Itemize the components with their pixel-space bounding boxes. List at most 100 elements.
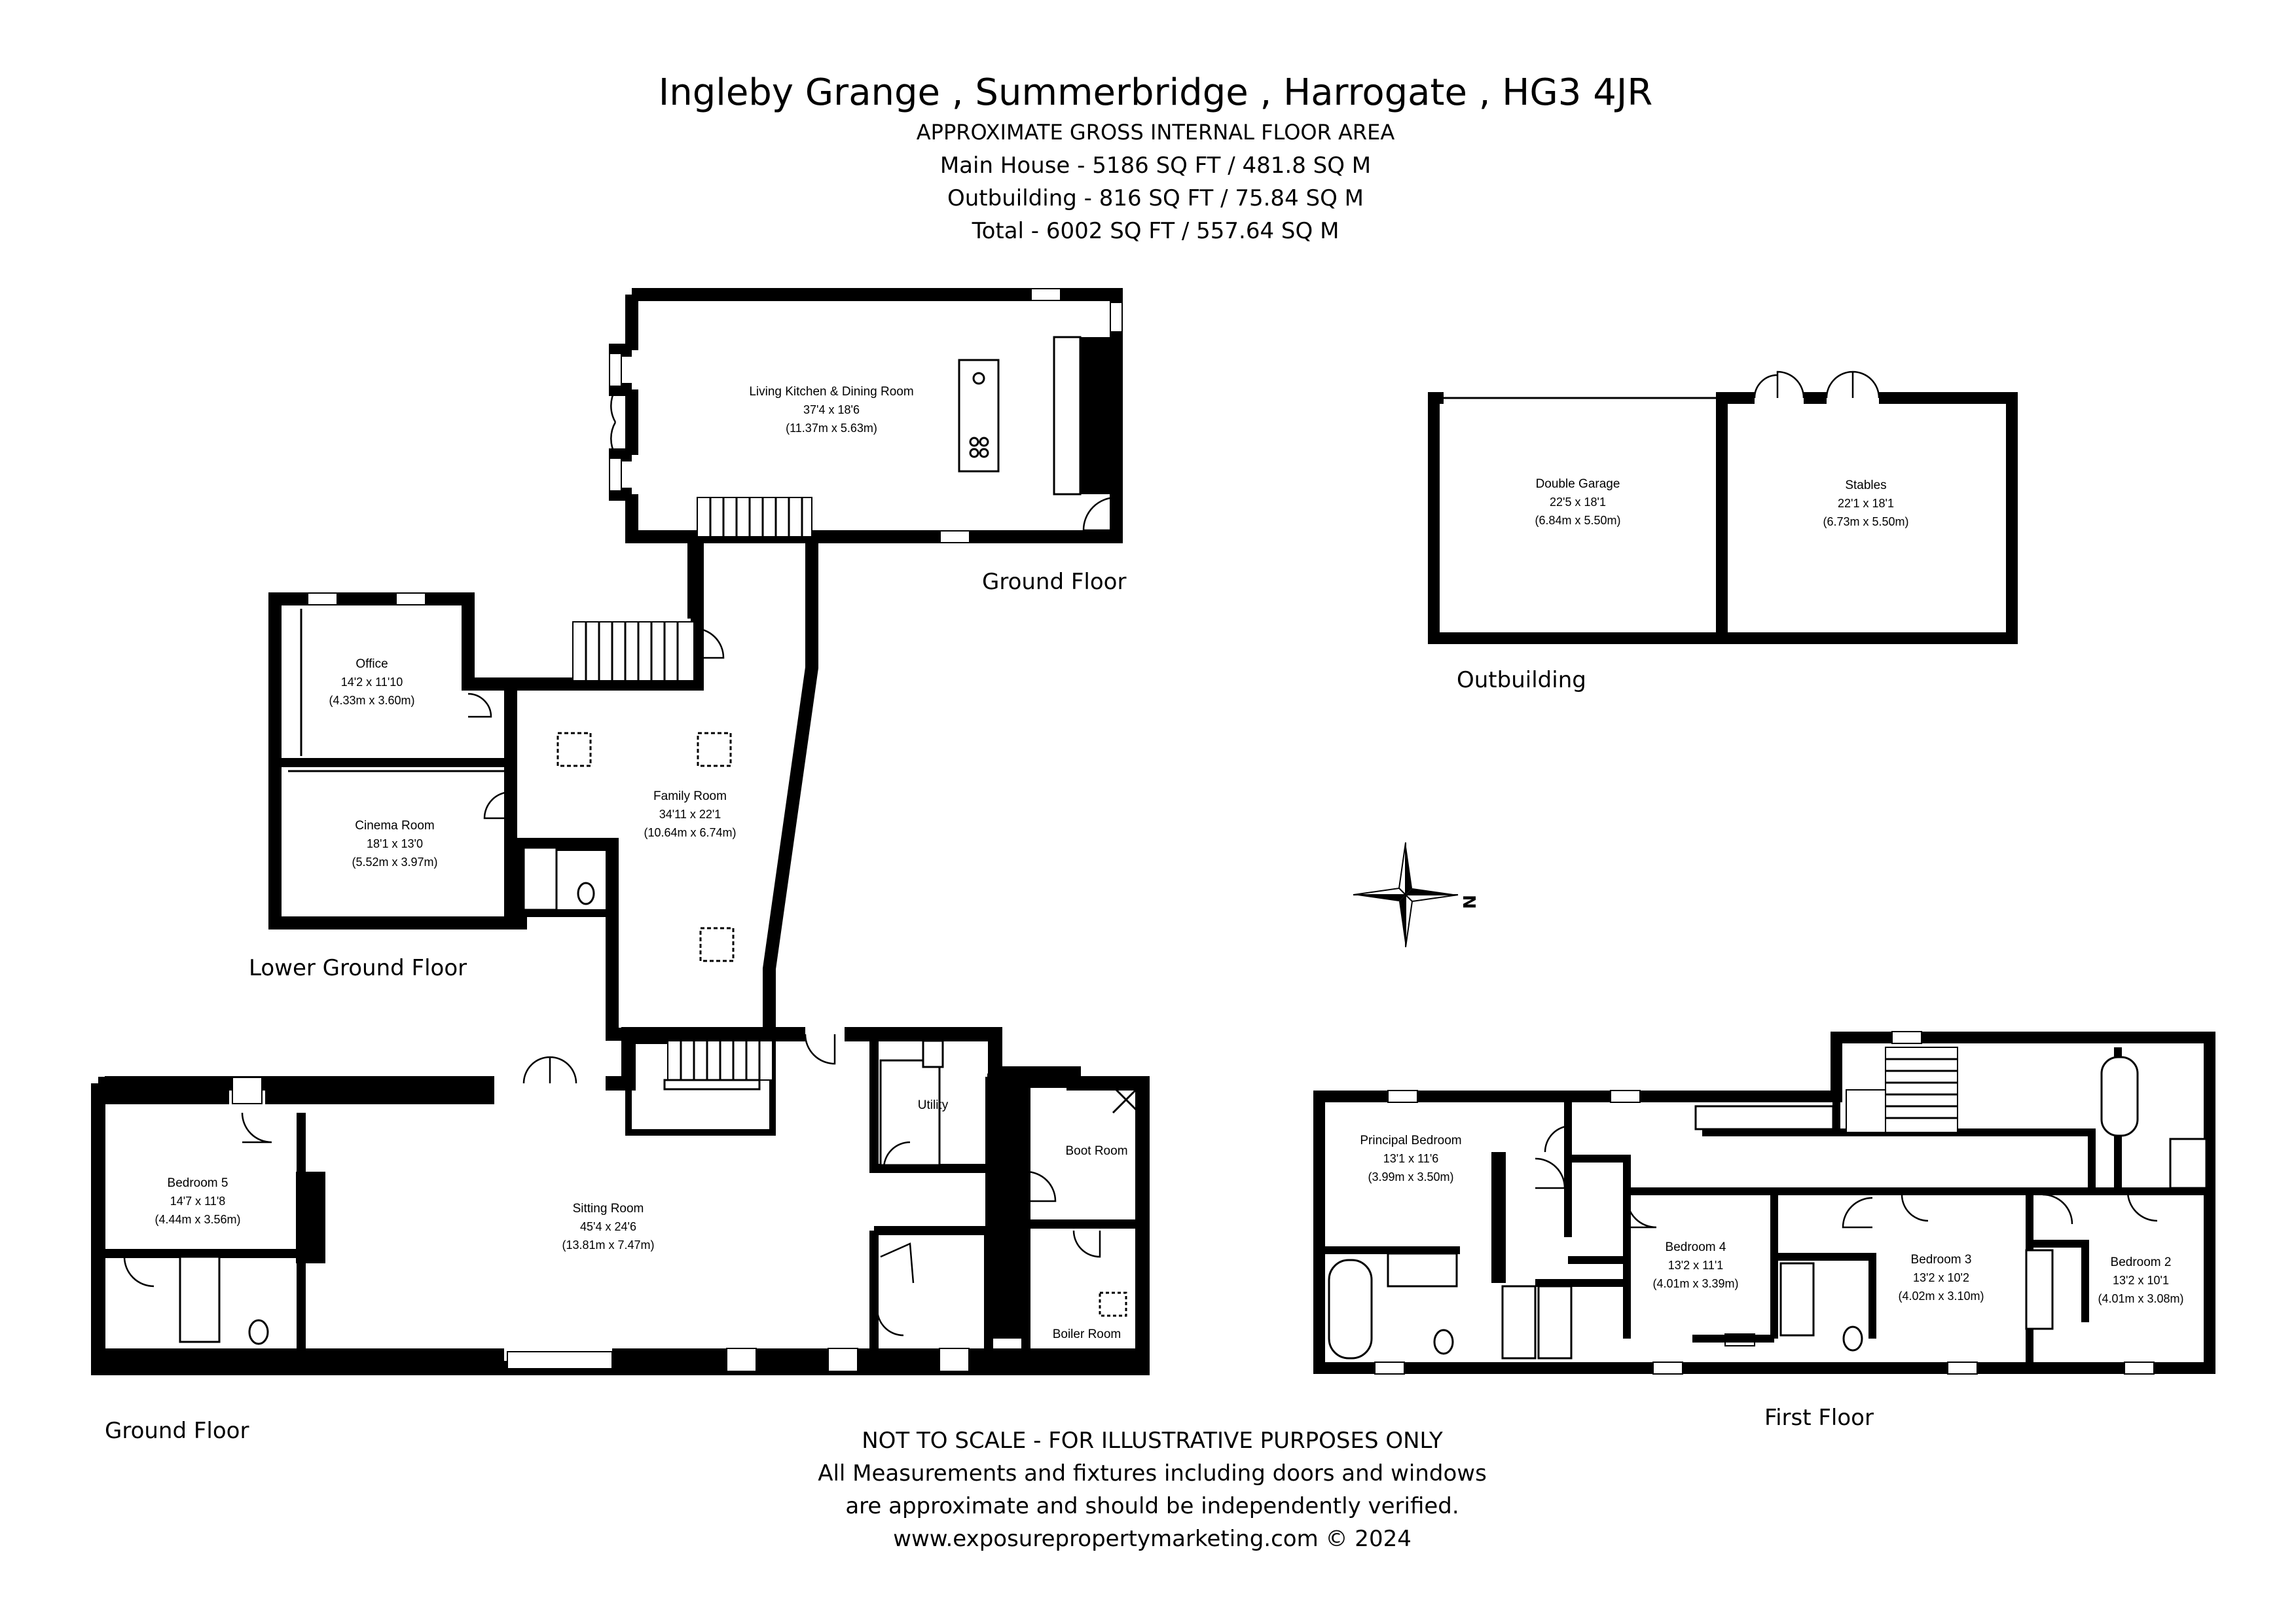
outbuilding-block: Double Garage 22'5 x 18'1 (6.84m x 5.50m… [1428, 370, 2018, 693]
room-name-office: Office [355, 657, 388, 671]
bedroom2-door [2042, 1193, 2073, 1225]
room-name-bedroom4: Bedroom 4 [1666, 1240, 1726, 1254]
boiler-skylight [1099, 1291, 1127, 1317]
room-dims-family: 34'11 x 22'1 [659, 808, 721, 821]
total-area: Total - 6002 SQ FT / 557.64 SQ M [972, 218, 1339, 244]
principal-wardrobe [1491, 1152, 1506, 1283]
room-metric-cinema: (5.52m x 3.97m) [352, 856, 437, 869]
room-name-principal: Principal Bedroom [1360, 1134, 1461, 1147]
outbuilding-walls [1428, 392, 2018, 644]
kitchen-counter [1053, 336, 1082, 496]
disclaimer-line-1: NOT TO SCALE - FOR ILLUSTRATIVE PURPOSES… [862, 1428, 1443, 1454]
ensuite3-shower [1779, 1262, 1815, 1337]
principal-bath [1328, 1259, 1373, 1360]
floor-label-outbuilding: Outbuilding [1457, 667, 1586, 693]
thick-wall-boot [985, 1077, 1026, 1339]
floor-label-lower-ground: Lower Ground Floor [249, 955, 467, 981]
bedroom5-shower [179, 1255, 221, 1343]
room-name-bedroom5: Bedroom 5 [168, 1176, 228, 1190]
room-name-kitchen: Living Kitchen & Dining Room [749, 385, 913, 399]
footer: NOT TO SCALE - FOR ILLUSTRATIVE PURPOSES… [818, 1428, 1487, 1552]
store-doors [876, 1242, 915, 1337]
room-metric-kitchen: (11.37m x 5.63m) [786, 422, 877, 435]
room-metric-bedroom2: (4.01m x 3.08m) [2098, 1292, 2183, 1305]
office-window-1 [307, 592, 338, 605]
bedroom5-wc [248, 1319, 269, 1345]
kitchen-window-bottom [939, 530, 970, 543]
sitting-window-3 [828, 1348, 858, 1372]
kitchen-window-right [1110, 302, 1123, 333]
room-dims-sitting: 45'4 x 24'6 [580, 1220, 636, 1233]
lower-shower-room [517, 840, 616, 917]
boot-boiler-walls [1021, 1079, 1142, 1368]
compass-north: N [1459, 895, 1478, 909]
lower-shower [522, 846, 558, 911]
office-window-2 [395, 592, 426, 605]
first-floor-outer [1313, 1032, 2215, 1374]
room-metric-garage: (6.84m x 5.50m) [1535, 514, 1620, 527]
hob-icon [969, 437, 979, 447]
first-floor-stairs [1846, 1047, 1958, 1133]
skylight-2 [697, 732, 732, 767]
room-dims-bedroom4: 13'2 x 11'1 [1668, 1259, 1724, 1272]
ensuite3-door [1901, 1194, 1929, 1222]
stables-door-left [1753, 370, 1805, 399]
kitchen-back-door [1082, 496, 1117, 532]
floor-label-ground-upper: Ground Floor [982, 569, 1126, 595]
family-shower [2169, 1138, 2208, 1189]
disclaimer-line-3: are approximate and should be independen… [845, 1493, 1459, 1519]
first-floor-block: Principal Bedroom 13'1 x 11'6 (3.99m x 3… [1313, 1031, 2215, 1431]
bedroom4-door [1626, 1197, 1657, 1229]
bedroom5-window [232, 1077, 263, 1104]
room-metric-office: (4.33m x 3.60m) [329, 694, 414, 707]
header: Ingleby Grange , Summerbridge , Harrogat… [659, 71, 1653, 244]
sink-icon [972, 372, 985, 385]
family-room-walls [511, 537, 818, 1041]
sitting-window-2 [726, 1348, 757, 1372]
room-dims-kitchen: 37'4 x 18'6 [803, 403, 860, 416]
bedroom5-wardrobe [296, 1172, 325, 1263]
room-name-bedroom3: Bedroom 3 [1911, 1253, 1972, 1267]
bathroom-door [2126, 1191, 2158, 1222]
bedroom2-walls [1895, 1047, 2210, 1322]
room-name-bedroom2: Bedroom 2 [2111, 1255, 2172, 1269]
skylight-3 [699, 927, 735, 962]
room-metric-stables: (6.73m x 5.50m) [1823, 515, 1908, 528]
room-dims-principal: 13'1 x 11'6 [1383, 1152, 1439, 1165]
principal-landing-door [1544, 1125, 1572, 1153]
room-name-sitting: Sitting Room [573, 1202, 644, 1216]
boiler-door [1072, 1230, 1101, 1258]
room-name-boot: Boot Room [1065, 1144, 1127, 1158]
room-dims-bedroom2: 13'2 x 10'1 [2113, 1274, 2169, 1287]
wall-block-1 [98, 1077, 229, 1104]
principal-window [1387, 1090, 1418, 1103]
room-metric-principal: (3.99m x 3.50m) [1368, 1170, 1453, 1183]
ensuite4-shower [1537, 1285, 1573, 1360]
sitting-french-doors [522, 1056, 577, 1084]
landing-cupboard [1694, 1105, 1834, 1130]
utility-counter [879, 1059, 941, 1166]
room-dims-bedroom3: 13'2 x 10'2 [1913, 1271, 1969, 1284]
skylight-1 [556, 732, 592, 767]
bedroom3-door [1842, 1197, 1873, 1229]
room-name-cinema: Cinema Room [355, 819, 434, 833]
bedroom3-window [1947, 1362, 1978, 1375]
compass: N [1353, 842, 1478, 948]
room-name-garage: Double Garage [1536, 477, 1620, 491]
office-door [467, 693, 492, 718]
kitchen-block: Living Kitchen & Dining Room 37'4 x 18'6… [609, 288, 1126, 595]
floor-label-ground-lower: Ground Floor [105, 1418, 249, 1444]
principal-door [1535, 1157, 1566, 1189]
room-name-family: Family Room [653, 789, 727, 803]
area-subtitle: APPROXIMATE GROSS INTERNAL FLOOR AREA [917, 120, 1395, 145]
room-metric-bedroom3: (4.02m x 3.10m) [1898, 1290, 1984, 1303]
room-metric-sitting: (13.81m x 7.47m) [562, 1238, 654, 1252]
room-name-boiler: Boiler Room [1053, 1327, 1121, 1341]
principal-bath-window [1374, 1362, 1405, 1375]
room-dims-office: 14'2 x 11'10 [341, 676, 403, 689]
sitting-hall-door [804, 1034, 836, 1065]
room-dims-stables: 22'1 x 18'1 [1838, 497, 1894, 510]
landing-window [1610, 1090, 1641, 1103]
lower-ground-block: Office 14'2 x 11'10 (4.33m x 3.60m) Cine… [249, 537, 818, 1041]
room-metric-family: (10.64m x 6.74m) [644, 826, 736, 839]
